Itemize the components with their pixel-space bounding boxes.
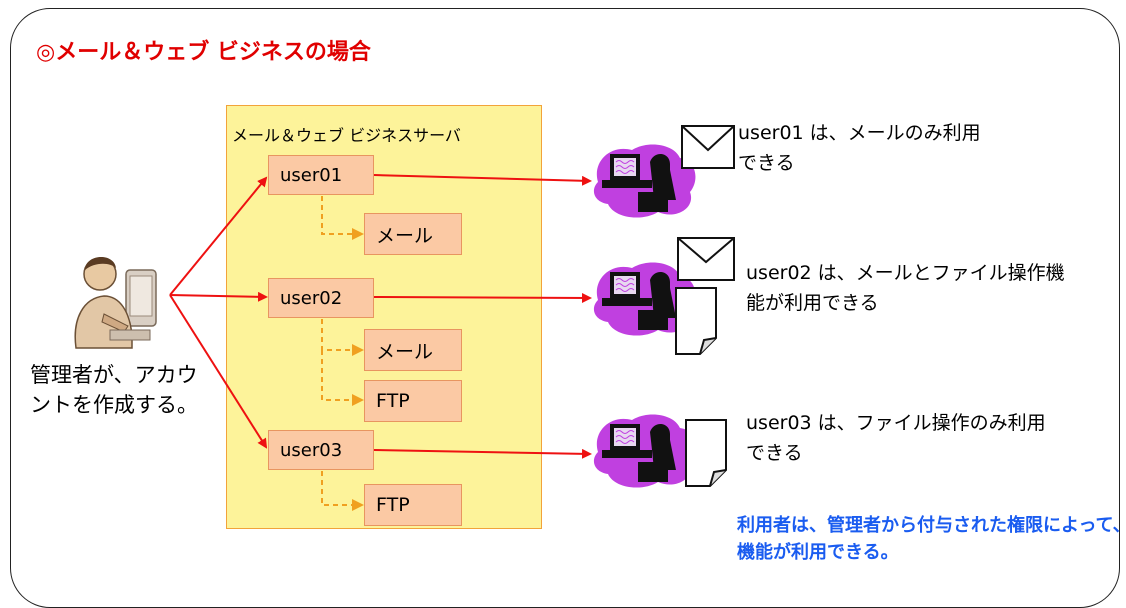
service-label: FTP — [376, 390, 410, 412]
envelope-icon — [681, 125, 735, 169]
description-line2: できる — [746, 442, 803, 464]
user02-label: user02 — [280, 287, 343, 309]
note-line1: 利用者は、管理者から付与された権限によって、各 — [737, 515, 1126, 536]
arrow-user01-person — [373, 174, 592, 186]
server-title: メール＆ウェブ ビジネスサーバ — [232, 126, 461, 145]
service-label: FTP — [376, 494, 410, 516]
admin-person-icon — [74, 256, 157, 349]
user02-box: user02 — [268, 278, 374, 318]
computer-user-icon — [593, 414, 696, 488]
admin-caption-line1: 管理者が、アカウ — [30, 363, 198, 387]
user01-mail-box: メール — [364, 213, 462, 255]
service-label: メール — [376, 340, 434, 363]
description-line1: user01 は、メールのみ利用 — [738, 122, 981, 144]
user03-box: user03 — [268, 430, 374, 470]
arrow-user03-person — [373, 448, 592, 459]
user02-description: user02 は、メールとファイル操作機 能が利用できる — [746, 258, 1065, 318]
user03-label: user03 — [280, 439, 343, 461]
document-icon — [685, 419, 727, 487]
page-title: ◎メール＆ウェブ ビジネスの場合 — [36, 40, 371, 65]
admin-caption-line2: ントを作成する。 — [30, 393, 198, 417]
description-line1: user03 は、ファイル操作のみ利用 — [746, 412, 1046, 434]
user01-description: user01 は、メールのみ利用 できる — [738, 118, 981, 178]
computer-user-icon — [593, 144, 696, 218]
user01-box: user01 — [268, 155, 374, 195]
connector-user02-mail — [321, 319, 364, 356]
arrow-admin-user01 — [169, 176, 268, 296]
note-line2: 機能が利用できる。 — [737, 542, 899, 563]
connector-layer — [169, 174, 592, 511]
arrow-user02-person — [373, 292, 592, 303]
description-line1: user02 は、メールとファイル操作機 — [746, 262, 1065, 284]
user02-ftp-box: FTP — [364, 380, 462, 422]
user03-description: user03 は、ファイル操作のみ利用 できる — [746, 408, 1046, 468]
computer-user-icon — [593, 262, 696, 336]
envelope-icon — [677, 237, 735, 281]
service-label: メール — [376, 224, 434, 247]
description-line2: 能が利用できる — [746, 292, 879, 314]
user03-ftp-box: FTP — [364, 484, 462, 526]
user02-mail-box: メール — [364, 329, 462, 371]
admin-caption: 管理者が、アカウ ントを作成する。 — [30, 360, 198, 420]
connector-user03-ftp — [321, 471, 364, 511]
arrow-admin-user03 — [169, 294, 268, 449]
description-line2: できる — [738, 152, 795, 174]
connector-user01-mail — [321, 196, 364, 240]
arrow-admin-user02 — [169, 291, 268, 302]
connector-user02-ftp — [321, 350, 364, 406]
user01-label: user01 — [280, 164, 343, 186]
permission-note: 利用者は、管理者から付与された権限によって、各 機能が利用できる。 — [737, 512, 1126, 566]
document-icon — [675, 287, 717, 355]
